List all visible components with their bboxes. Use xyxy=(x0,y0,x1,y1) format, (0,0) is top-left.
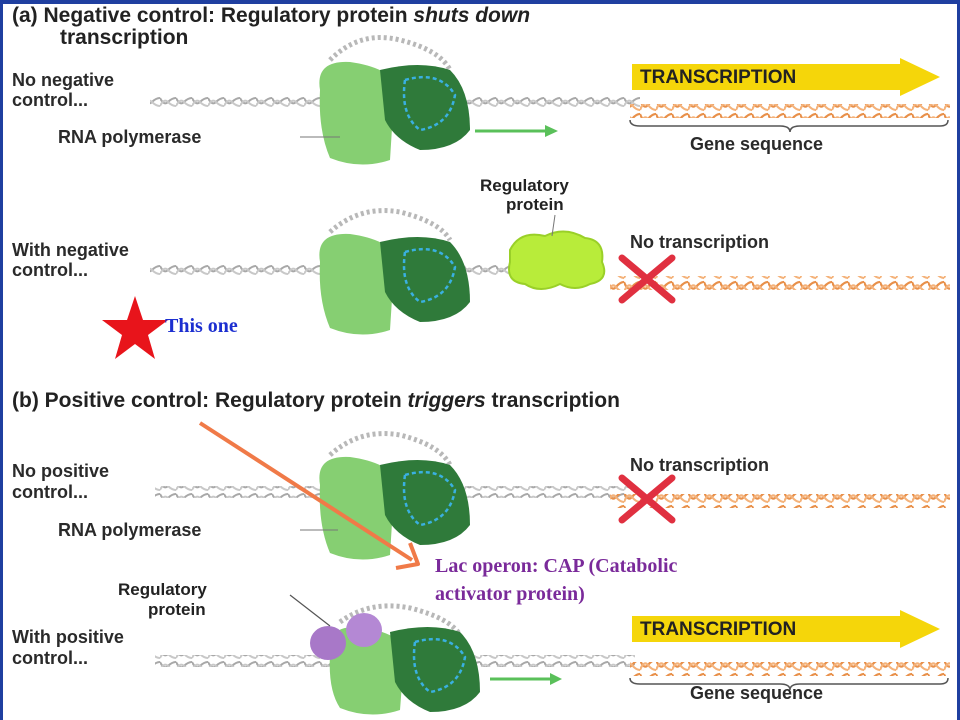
regulatory-protein-label-b-line2: protein xyxy=(148,600,206,619)
with-positive-control-label-line2: control... xyxy=(12,648,88,668)
gene-sequence-label-b: Gene sequence xyxy=(690,683,824,703)
no-negative-control-label-line2: control... xyxy=(12,90,88,110)
row1-polymerase xyxy=(319,61,470,165)
transcription-banner-label: TRANSCRIPTION xyxy=(640,67,797,88)
star-icon xyxy=(102,296,168,359)
row4-transcription-banner xyxy=(632,610,940,648)
frame-right-border xyxy=(957,0,960,720)
row2-polymerase xyxy=(319,233,470,335)
row4-green-arrow xyxy=(490,673,562,685)
annotation-arrow xyxy=(198,421,420,570)
row3-red-x xyxy=(618,474,676,524)
transcription-banner-label-b: TRANSCRIPTION xyxy=(640,619,797,640)
section-a-title: (a) Negative control: Regulatory protein… xyxy=(12,4,531,27)
frame-top-border xyxy=(0,0,960,4)
row1-transcription-banner xyxy=(632,58,940,96)
no-negative-control-label: No negative xyxy=(12,70,115,90)
rna-polymerase-label-b: RNA polymerase xyxy=(58,520,202,540)
row4-gene-bracket xyxy=(629,677,949,691)
section-b-title: (b) Positive control: Regulatory protein… xyxy=(12,389,620,412)
row3-polymerase xyxy=(319,456,470,560)
gene-sequence-label: Gene sequence xyxy=(690,134,824,154)
cap-note: Lac operon: CAP (Catabolic xyxy=(435,555,678,577)
row1-green-arrow xyxy=(475,125,558,137)
regulatory-protein-label-line2: protein xyxy=(506,195,564,214)
no-transcription-label: No transcription xyxy=(630,232,770,252)
frame-left-border xyxy=(0,0,3,720)
with-negative-control-label-line2: control... xyxy=(12,260,88,280)
no-transcription-label-b: No transcription xyxy=(630,455,770,475)
regulatory-protein-label: Regulatory xyxy=(480,176,569,195)
no-positive-control-label: No positive xyxy=(12,461,110,481)
row4-cap-protein xyxy=(289,594,382,660)
rna-polymerase-label: RNA polymerase xyxy=(58,127,202,147)
row1-gene-bracket xyxy=(629,119,949,133)
with-negative-control-label: With negative xyxy=(12,240,129,260)
row2-regulatory-protein xyxy=(508,214,606,290)
with-positive-control-label: With positive xyxy=(12,627,124,647)
row4-polymerase xyxy=(329,626,480,715)
row2-red-x xyxy=(618,254,676,304)
section-a-title-line2: transcription xyxy=(60,26,189,49)
star-note: This one xyxy=(165,315,238,337)
regulatory-protein-label-b: Regulatory xyxy=(118,580,207,599)
no-positive-control-label-line2: control... xyxy=(12,482,88,502)
cap-note-line2: activator protein) xyxy=(435,583,585,605)
